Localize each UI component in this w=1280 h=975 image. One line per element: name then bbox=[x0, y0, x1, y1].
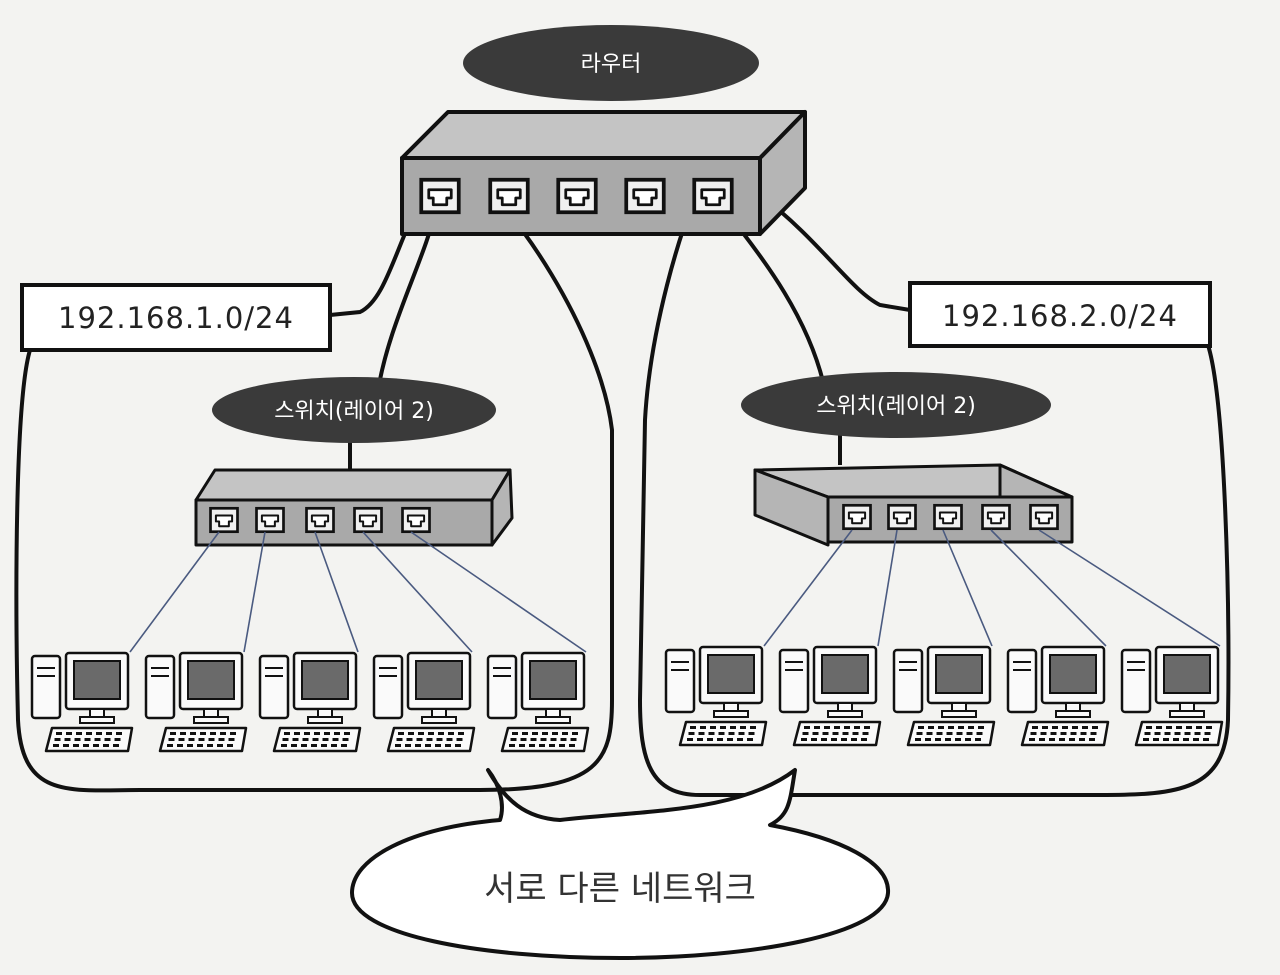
network-1-address: 192.168.1.0/24 bbox=[58, 301, 294, 335]
network-2-cables bbox=[763, 529, 1221, 647]
switch-1-label: 스위치(레이어 2) bbox=[274, 399, 434, 424]
network-2-computer-4 bbox=[1006, 645, 1110, 747]
router-port-4 bbox=[624, 177, 666, 215]
network-2-boundary bbox=[637, 183, 1231, 797]
network-2-cable-5 bbox=[1038, 529, 1221, 647]
network-2-computer-3 bbox=[892, 645, 996, 747]
network-1-cable-1 bbox=[129, 531, 220, 653]
network-1-computer-4 bbox=[372, 651, 476, 753]
network-2-computer-1 bbox=[664, 645, 768, 747]
network-1-computer-5-keyboard bbox=[500, 726, 590, 753]
switch-2-port-1 bbox=[842, 503, 872, 531]
router-port-3 bbox=[556, 177, 598, 215]
network-1-computer-3 bbox=[258, 651, 362, 753]
network-1-boundary bbox=[14, 173, 614, 793]
switch-2-pill: 스위치(레이어 2) bbox=[741, 372, 1051, 438]
switch-2-port-3 bbox=[933, 503, 963, 531]
router-top bbox=[400, 110, 807, 160]
callout-text: 서로 다른 네트워크 bbox=[484, 869, 756, 909]
network-2-cable-1 bbox=[763, 529, 853, 647]
network-1-computer-1-keyboard bbox=[44, 726, 134, 753]
network-2-computer-4-keyboard bbox=[1020, 720, 1110, 747]
network-2-cable-4 bbox=[990, 529, 1107, 647]
network-1-cable-4 bbox=[362, 531, 473, 653]
switch-1-port-1 bbox=[209, 506, 239, 534]
network-2-computers bbox=[664, 645, 1224, 747]
network-2-computer-2-keyboard bbox=[792, 720, 882, 747]
switch-1-port-3 bbox=[305, 506, 335, 534]
switch-1-port-5 bbox=[401, 506, 431, 534]
router-port-1 bbox=[419, 177, 461, 215]
network-1-cable-2 bbox=[243, 531, 266, 653]
network-1-computer-3-keyboard bbox=[272, 726, 362, 753]
network-1-cables bbox=[129, 531, 587, 653]
router-device bbox=[400, 110, 807, 236]
network-2-cable-3 bbox=[942, 529, 993, 647]
network-1-label-box: 192.168.1.0/24 bbox=[20, 283, 332, 352]
switch-2-device bbox=[753, 463, 1074, 547]
router-port-5 bbox=[692, 177, 734, 215]
network-1-computer-2-keyboard bbox=[158, 726, 248, 753]
switch-1-port-4 bbox=[353, 506, 383, 534]
network-1-cable-5 bbox=[410, 531, 587, 653]
network-2-label-box: 192.168.2.0/24 bbox=[908, 281, 1212, 348]
switch-2-port-2 bbox=[887, 503, 917, 531]
network-2-address: 192.168.2.0/24 bbox=[942, 299, 1178, 333]
network-2-cable-2 bbox=[877, 529, 898, 647]
switch-2-label: 스위치(레이어 2) bbox=[816, 394, 976, 419]
callout-bubble: 서로 다른 네트워크 bbox=[350, 768, 891, 960]
switch-1-pill: 스위치(레이어 2) bbox=[212, 377, 496, 443]
switch-2-port-5 bbox=[1029, 503, 1059, 531]
network-2-computer-5 bbox=[1120, 645, 1224, 747]
switch-1-port-2 bbox=[255, 506, 285, 534]
network-2-computer-3-keyboard bbox=[906, 720, 996, 747]
router-port-2 bbox=[488, 177, 530, 215]
switch-1-device bbox=[194, 468, 514, 547]
switch-2-port-4 bbox=[981, 503, 1011, 531]
network-1-computer-1 bbox=[30, 651, 134, 753]
network-1-computer-5 bbox=[486, 651, 590, 753]
network-1-cable-3 bbox=[314, 531, 359, 653]
network-2-computer-2 bbox=[778, 645, 882, 747]
router-pill: 라우터 bbox=[463, 25, 759, 101]
network-2-computer-1-keyboard bbox=[678, 720, 768, 747]
network-1-computer-2 bbox=[144, 651, 248, 753]
network-2-computer-5-keyboard bbox=[1134, 720, 1224, 747]
network-1-computers bbox=[30, 651, 590, 753]
network-1-computer-4-keyboard bbox=[386, 726, 476, 753]
router-label: 라우터 bbox=[581, 52, 642, 77]
